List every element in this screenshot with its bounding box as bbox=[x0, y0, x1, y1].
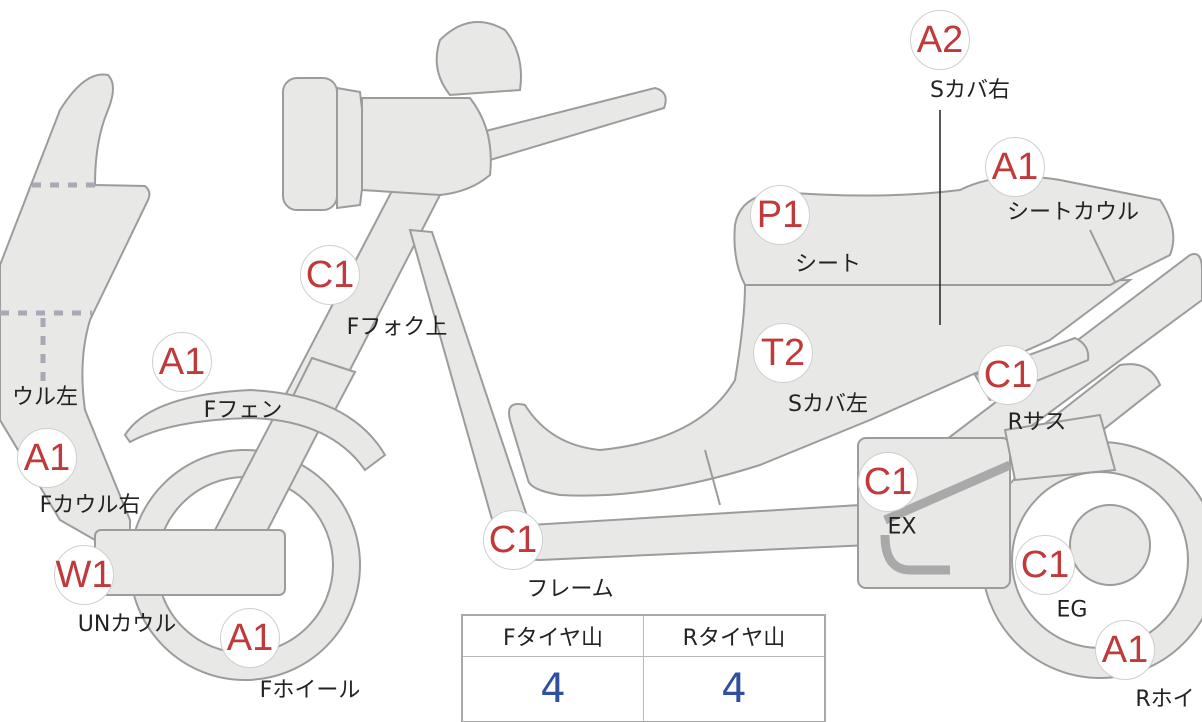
headlight-lens bbox=[336, 86, 365, 210]
screen bbox=[435, 21, 522, 97]
part-label: フレーム bbox=[526, 577, 614, 602]
handle-cover bbox=[361, 97, 492, 197]
part-label: Rホイ bbox=[1135, 687, 1195, 712]
grade-badge: P1 bbox=[750, 185, 810, 245]
side-cover bbox=[508, 278, 1134, 497]
front-fork bbox=[213, 183, 442, 537]
part-label: UNカウル bbox=[77, 612, 177, 637]
front-tire-value: 4 bbox=[461, 656, 644, 722]
grade-badge: C1 bbox=[978, 345, 1038, 405]
part-label: ウル左 bbox=[11, 385, 79, 410]
part-label: Fフェン bbox=[203, 398, 283, 423]
part-label: Sカバ右 bbox=[930, 78, 1010, 103]
grade-badge: C1 bbox=[1015, 535, 1075, 595]
rear-tire-value: 4 bbox=[643, 656, 826, 722]
grade-badge: A1 bbox=[1095, 620, 1155, 680]
part-label: Fホイール bbox=[259, 678, 361, 703]
grade-badge: W1 bbox=[54, 545, 114, 605]
headlight bbox=[282, 77, 338, 211]
front-cowl bbox=[0, 73, 151, 542]
part-label: Fフォク上 bbox=[346, 315, 448, 340]
tire-tread-table: Fタイヤ山 Rタイヤ山 4 4 bbox=[461, 614, 826, 722]
part-label: Rサス bbox=[1007, 410, 1067, 435]
part-label: シートカウル bbox=[1006, 200, 1140, 225]
part-label: EX bbox=[887, 514, 917, 540]
rear-tire-header: Rタイヤ山 bbox=[643, 614, 826, 657]
rear-box bbox=[1003, 413, 1117, 482]
under-cowl bbox=[94, 529, 286, 596]
grade-badge: A1 bbox=[220, 608, 280, 668]
part-label: シート bbox=[794, 252, 862, 277]
handlebar bbox=[468, 86, 667, 162]
grade-badge: C1 bbox=[300, 245, 360, 305]
grade-badge: A1 bbox=[17, 428, 77, 488]
grade-badge: C1 bbox=[858, 452, 918, 512]
front-tire-header: Fタイヤ山 bbox=[461, 614, 644, 657]
part-label: EG bbox=[1056, 597, 1088, 623]
front-fender bbox=[123, 388, 387, 472]
grade-badge: T2 bbox=[753, 323, 813, 383]
part-label: Sカバ左 bbox=[788, 392, 868, 417]
grade-badge: A2 bbox=[910, 10, 970, 70]
grade-badge: A1 bbox=[985, 137, 1045, 197]
grade-badge: C1 bbox=[483, 510, 543, 570]
grade-badge: A1 bbox=[152, 332, 212, 392]
part-label: Fカウル右 bbox=[39, 493, 141, 518]
